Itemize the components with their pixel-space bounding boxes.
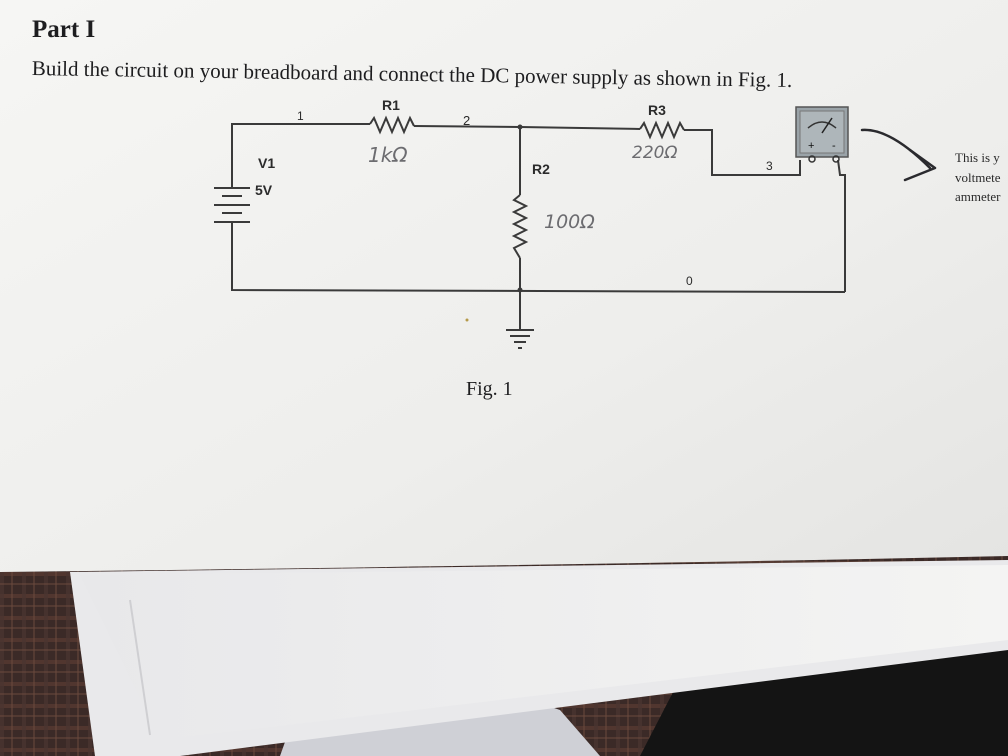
resistor-r3-symbol [639, 120, 685, 140]
label-r3: R3 [648, 102, 666, 118]
part-title: Part I [32, 16, 96, 43]
node-dot-2 [517, 124, 523, 130]
wire-r3-node3 [684, 129, 801, 176]
wire-meter-right [837, 159, 846, 292]
resistor-r2-symbol [511, 194, 529, 259]
svg-text:+: + [808, 140, 814, 152]
svg-text:-: - [832, 140, 836, 152]
hand-drawn-arrow [860, 128, 932, 170]
label-r1: R1 [382, 97, 400, 113]
arrow-head [903, 148, 937, 182]
handwritten-r2-value: 100Ω [544, 211, 595, 233]
node-label-2: 2 [463, 113, 470, 128]
node-dot-0 [517, 287, 523, 293]
label-r2: R2 [532, 161, 550, 177]
meter-icon: + - [795, 106, 849, 163]
side-note-line-3: ammeter [955, 189, 1001, 204]
node-label-3: 3 [766, 159, 773, 173]
lower-paper [80, 565, 1008, 740]
wire-top-left [231, 123, 370, 188]
main-paper [0, 0, 1008, 572]
label-v1-value: 5V [255, 182, 273, 198]
side-note-line-2: voltmete [955, 170, 1001, 185]
handwritten-r1-value: 1kΩ [368, 143, 408, 167]
paper-edge [129, 599, 151, 736]
wire-bottom [231, 222, 846, 293]
wire-r2-r3 [519, 126, 641, 130]
label-v1: V1 [258, 155, 275, 171]
node-label-0: 0 [686, 274, 693, 288]
battery-symbol [214, 187, 250, 232]
resistor-r1-symbol [369, 115, 415, 135]
figure-caption: Fig. 1 [466, 378, 513, 400]
pencil-speck [465, 318, 469, 322]
side-note-line-1: This is y [955, 150, 1000, 165]
ground-symbol [506, 329, 534, 349]
wire-r1-r2 [413, 125, 521, 128]
node-label-1: 1 [297, 109, 304, 123]
handwritten-r3-value: 220Ω [632, 143, 677, 163]
circuit-wires [231, 123, 846, 330]
